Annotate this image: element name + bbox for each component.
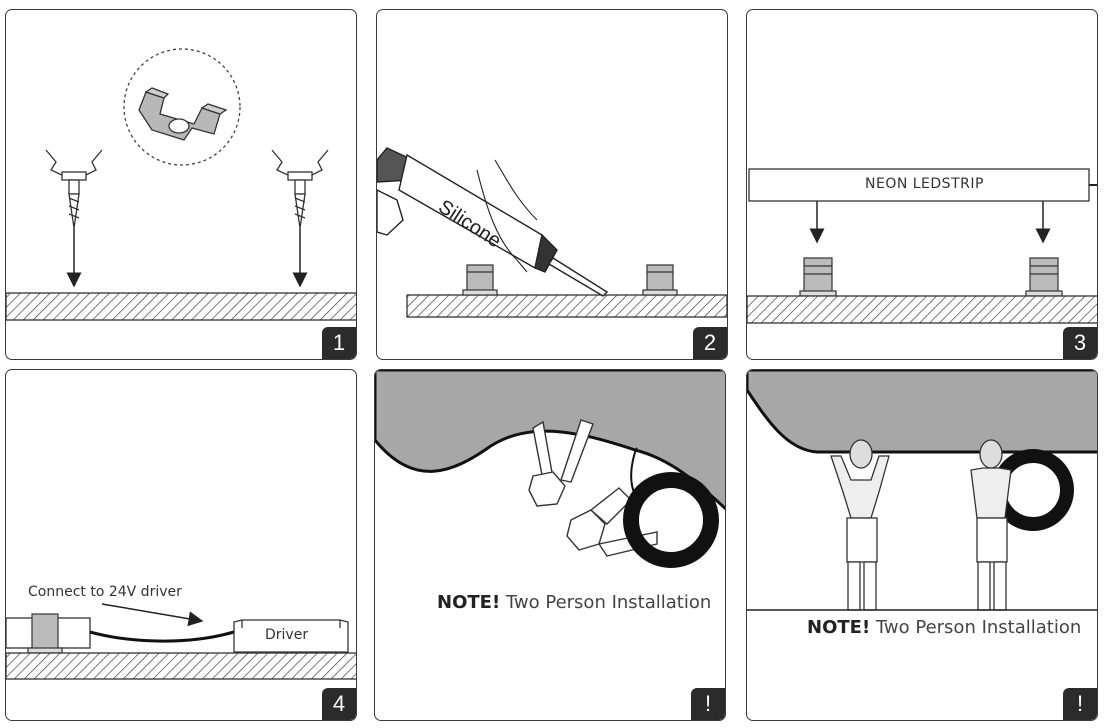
step-3-illustration xyxy=(747,168,1097,324)
driver-box xyxy=(233,619,349,653)
warning-badge: ! xyxy=(1063,688,1097,720)
driver-label: Driver xyxy=(265,627,309,643)
led-strip-bar xyxy=(748,168,1090,202)
note-panel-1: NOTE! Two Person Installation ! xyxy=(374,369,726,721)
installation-note: NOTE! Two Person Installation xyxy=(807,617,1081,638)
step-1-panel: 1 xyxy=(5,9,357,360)
clip-detail-circle xyxy=(123,48,241,166)
step-number-badge: 4 xyxy=(322,688,356,720)
clip-right-icon xyxy=(642,264,678,296)
step-number-badge: 1 xyxy=(322,327,356,359)
screw-right-icon xyxy=(271,149,329,288)
clip-icon xyxy=(27,613,63,654)
clip-right-icon xyxy=(1025,257,1063,297)
step-3-panel: NEON LEDSTRIP 3 xyxy=(746,9,1098,360)
led-strip-label: NEON LEDSTRIP xyxy=(865,176,984,192)
note-bold: NOTE! xyxy=(437,592,501,613)
mounting-clip-icon xyxy=(138,87,228,141)
step-4-panel: Connect to 24V driver Driver 4 xyxy=(5,369,357,721)
note-text: Two Person Installation xyxy=(875,617,1082,638)
silicone-gun-icon xyxy=(377,147,609,297)
installation-note: NOTE! Two Person Installation xyxy=(437,592,711,613)
led-strip-roll-icon xyxy=(992,449,1074,531)
clip-left-icon xyxy=(799,257,837,297)
step-1-illustration xyxy=(6,48,356,321)
cable xyxy=(89,630,235,643)
clip-left-icon xyxy=(462,264,498,296)
step-number-badge: 2 xyxy=(693,327,727,359)
mounting-surface xyxy=(406,294,727,318)
step-4-illustration xyxy=(6,603,356,680)
connect-instruction: Connect to 24V driver xyxy=(28,584,182,600)
person-right-icon xyxy=(970,439,1012,611)
warning-badge: ! xyxy=(691,688,725,720)
step-2-illustration: Silicone xyxy=(377,147,727,318)
mounting-surface xyxy=(6,652,356,680)
step-2-panel: Silicone 2 xyxy=(376,9,728,360)
note-2-illustration xyxy=(747,370,1097,611)
ceiling xyxy=(747,370,1097,454)
note-text: Two Person Installation xyxy=(505,592,712,613)
note-bold: NOTE! xyxy=(807,617,871,638)
note-panel-2: NOTE! Two Person Installation ! xyxy=(746,369,1098,721)
led-strip-roll-icon xyxy=(623,472,719,568)
person-left-icon xyxy=(830,439,890,611)
mounting-surface xyxy=(747,295,1097,324)
screw-left-icon xyxy=(45,149,103,288)
note-1-illustration xyxy=(375,370,725,568)
mounting-surface xyxy=(6,292,356,321)
step-number-badge: 3 xyxy=(1063,327,1097,359)
